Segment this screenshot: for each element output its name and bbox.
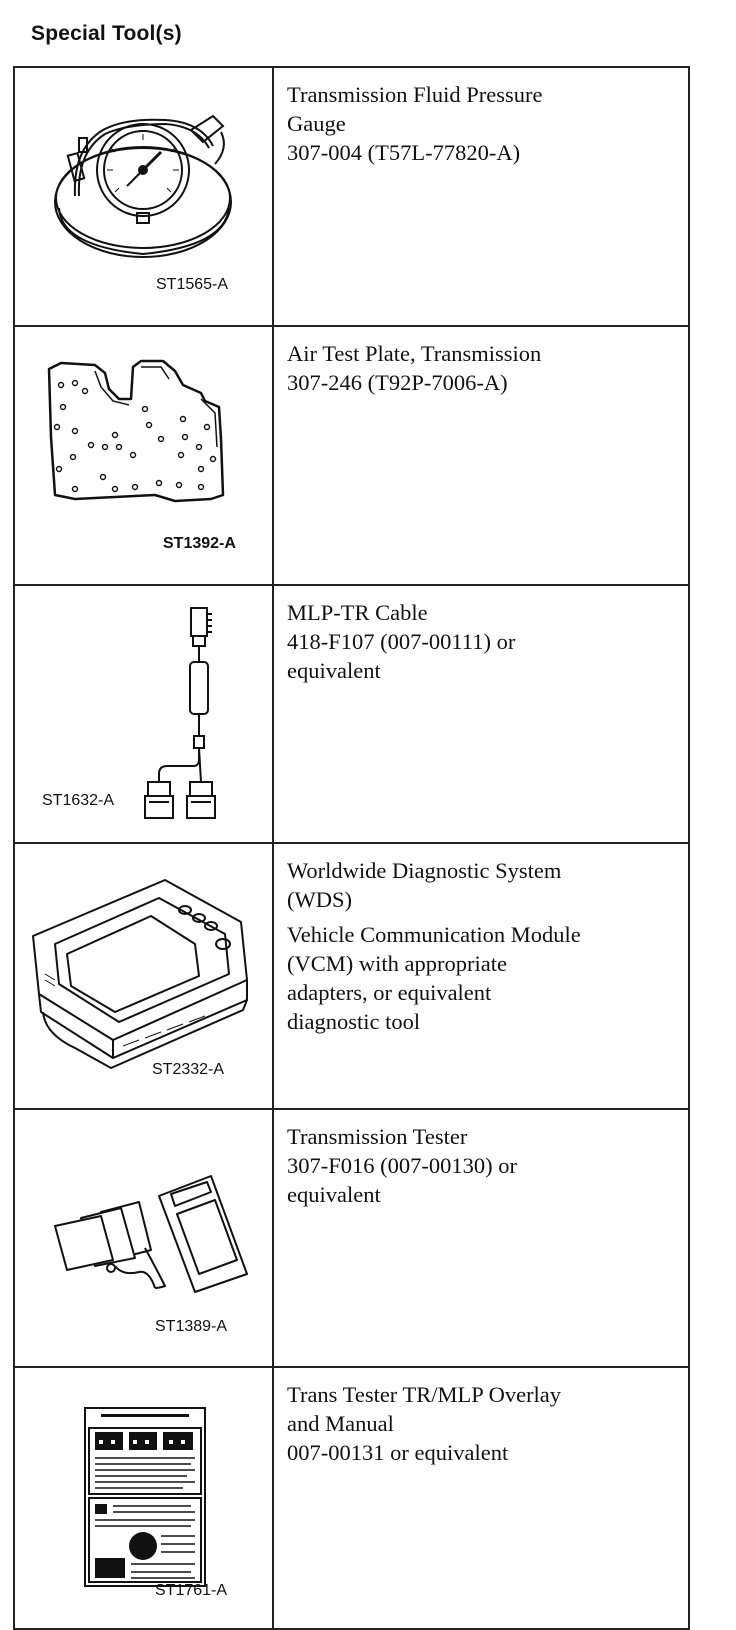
tool-name-line: equivalent bbox=[287, 658, 381, 683]
tool-name-line: Transmission Tester bbox=[287, 1124, 468, 1149]
tool-image-cell: ST1761-A bbox=[13, 1366, 274, 1630]
tool-image-cell: ST1565-A bbox=[13, 66, 274, 327]
tool-name-line: Gauge bbox=[287, 111, 346, 136]
tool-description-cell: Transmission Fluid Pressure Gauge 307-00… bbox=[272, 66, 690, 327]
tool-number: 007-00131 or equivalent bbox=[287, 1440, 509, 1465]
cable-icon bbox=[144, 607, 216, 819]
tool-description-cell: Worldwide Diagnostic System (WDS) Vehicl… bbox=[272, 842, 690, 1110]
tool-number: 307-F016 (007-00130) or bbox=[287, 1153, 517, 1178]
table-row: ST1761-A Trans Tester TR/MLP Overlay and… bbox=[13, 1366, 690, 1630]
tool-name-line: Trans Tester TR/MLP Overlay bbox=[287, 1382, 562, 1407]
tool-description-cell: Transmission Tester 307-F016 (007-00130)… bbox=[272, 1108, 690, 1368]
tool-code: ST1392-A bbox=[163, 535, 236, 552]
tool-code: ST1389-A bbox=[155, 1318, 228, 1335]
tool-name-line: Air Test Plate, Transmission bbox=[287, 341, 542, 366]
tool-name-line: and Manual bbox=[287, 1411, 394, 1436]
tool-description-cell: Trans Tester TR/MLP Overlay and Manual 0… bbox=[272, 1366, 690, 1630]
table-row: ST1389-A Transmission Tester 307-F016 (0… bbox=[13, 1108, 690, 1368]
tool-name-line: MLP-TR Cable bbox=[287, 600, 428, 625]
transmission-tester-icon bbox=[54, 1175, 248, 1293]
overlay-manual-icon bbox=[84, 1407, 206, 1587]
tool-image-cell: ST1632-A bbox=[13, 584, 274, 844]
table-row: ST2332-A Worldwide Diagnostic System (WD… bbox=[13, 842, 690, 1110]
tool-code: ST1761-A bbox=[155, 1582, 228, 1599]
special-tools-table: ST1565-A Transmission Fluid Pressure Gau… bbox=[13, 66, 690, 1630]
table-row: ST1632-A MLP-TR Cable 418-F107 (007-0011… bbox=[13, 584, 690, 844]
page-title: Special Tool(s) bbox=[31, 22, 182, 45]
pressure-gauge-icon bbox=[54, 114, 232, 258]
tool-name-line: Vehicle Communication Module bbox=[287, 922, 581, 947]
tool-number: 307-004 (T57L-77820-A) bbox=[287, 140, 521, 165]
air-test-plate-icon bbox=[47, 359, 225, 503]
tool-image-cell: ST1392-A bbox=[13, 325, 274, 586]
tool-name-line: (WDS) bbox=[287, 887, 352, 912]
tool-code: ST2332-A bbox=[152, 1061, 225, 1078]
diagnostic-tablet-icon bbox=[32, 879, 248, 1069]
tool-image-cell: ST2332-A bbox=[13, 842, 274, 1110]
table-row: ST1392-A Air Test Plate, Transmission 30… bbox=[13, 325, 690, 586]
tool-name-line: Transmission Fluid Pressure bbox=[287, 82, 543, 107]
tool-number: 307-246 (T92P-7006-A) bbox=[287, 370, 508, 395]
tool-description-cell: MLP-TR Cable 418-F107 (007-00111) or equ… bbox=[272, 584, 690, 844]
tool-number: 418-F107 (007-00111) or bbox=[287, 629, 516, 654]
tool-name-line: (VCM) with appropriate bbox=[287, 951, 507, 976]
tool-name-line: equivalent bbox=[287, 1182, 381, 1207]
tool-description-cell: Air Test Plate, Transmission 307-246 (T9… bbox=[272, 325, 690, 586]
tool-image-cell: ST1389-A bbox=[13, 1108, 274, 1368]
tool-name-line: Worldwide Diagnostic System bbox=[287, 858, 562, 883]
tool-code: ST1632-A bbox=[42, 792, 115, 809]
tool-code: ST1565-A bbox=[156, 276, 229, 293]
tool-name-line: adapters, or equivalent bbox=[287, 980, 492, 1005]
table-row: ST1565-A Transmission Fluid Pressure Gau… bbox=[13, 66, 690, 327]
tool-name-line: diagnostic tool bbox=[287, 1009, 421, 1034]
